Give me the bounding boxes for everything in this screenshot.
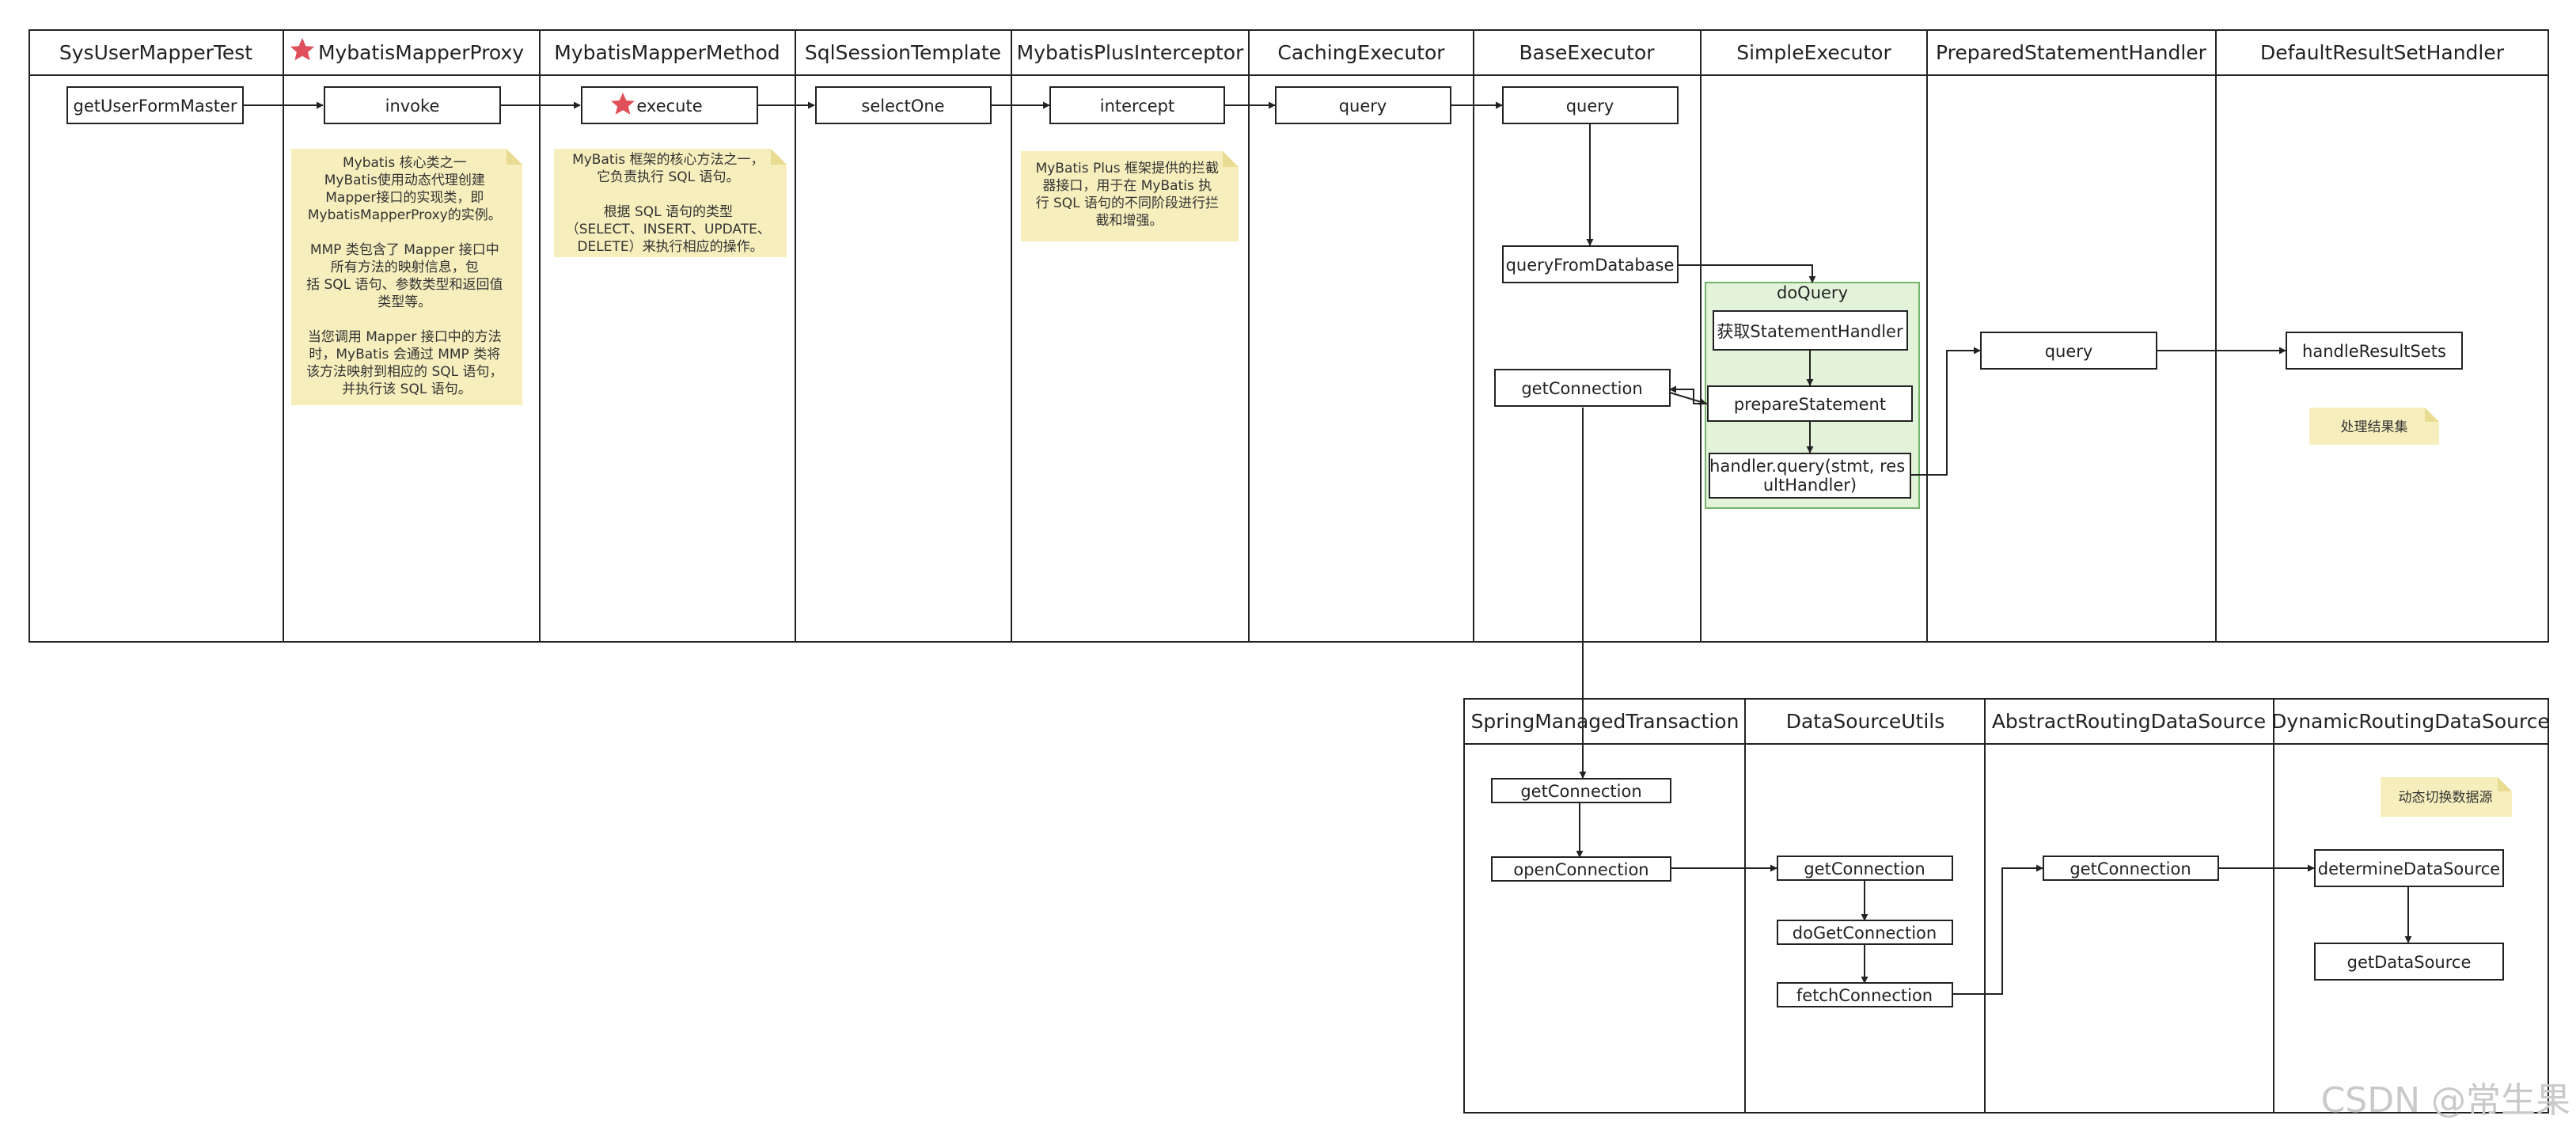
note-method-text: MyBatis 框架的核心方法之一， 它负责执行 SQL 语句。 根据 SQL …	[566, 152, 776, 255]
box-get-user-form-master-label: getUserFormMaster	[74, 97, 237, 116]
lane-title-default-result-set-handler: DefaultResultSetHandler	[2260, 41, 2505, 64]
box-select-one[interactable]: selectOne	[815, 86, 992, 124]
box-query-from-database[interactable]: queryFromDatabase	[1502, 245, 1679, 283]
lane-title-spring-managed-transaction: SpringManagedTransaction	[1471, 710, 1739, 733]
note-method: MyBatis 框架的核心方法之一， 它负责执行 SQL 语句。 根据 SQL …	[554, 149, 787, 257]
lane-title-simple-executor: SimpleExecutor	[1736, 41, 1891, 64]
note-proxy-text: Mybatis 核心类之一 MyBatis使用动态代理创建 Mapper接口的实…	[306, 155, 507, 397]
box-ps-query-label: query	[2045, 342, 2093, 361]
box-base-query[interactable]: query	[1502, 86, 1679, 124]
box-get-user-form-master[interactable]: getUserFormMaster	[66, 86, 244, 124]
box-base-get-connection-label: getConnection	[1521, 379, 1642, 398]
box-prepare-statement-label: prepareStatement	[1734, 395, 1886, 414]
star-icon	[611, 93, 635, 115]
box-execute[interactable]: execute	[581, 86, 758, 124]
box-dsu-get-connection-label: getConnection	[1804, 859, 1925, 878]
box-do-get-connection-label: doGetConnection	[1793, 924, 1937, 943]
lane-title-mybatis-plus-interceptor: MybatisPlusInterceptor	[1017, 41, 1244, 64]
connectors	[243, 101, 2412, 995]
box-handler-query-label: handler.query(stmt, res ultHandler)	[1709, 457, 1910, 495]
note-resultset: 处理结果集	[2309, 408, 2439, 445]
box-handle-result-sets-label: handleResultSets	[2302, 342, 2446, 361]
box-fetch-connection-label: fetchConnection	[1796, 986, 1933, 1005]
box-get-data-source-label: getDataSource	[2347, 953, 2472, 972]
watermark: CSDN @常生果	[2321, 1080, 2570, 1121]
lane-title-abstract-routing-data-source: AbstractRoutingDataSource	[1992, 710, 2266, 733]
box-get-statement-handler-label: 获取StatementHandler	[1717, 322, 1903, 341]
box-fetch-connection[interactable]: fetchConnection	[1777, 982, 1953, 1007]
box-base-get-connection[interactable]: getConnection	[1494, 369, 1671, 407]
box-do-get-connection[interactable]: doGetConnection	[1777, 920, 1953, 945]
lane-title-caching-executor: CachingExecutor	[1277, 41, 1445, 64]
lane-title-sys-user-mapper-test: SysUserMapperTest	[59, 41, 252, 64]
note-routing-text: 动态切换数据源	[2399, 790, 2493, 806]
box-determine-data-source-label: determineDataSource	[2318, 859, 2500, 878]
box-smt-get-connection-label: getConnection	[1520, 782, 1641, 801]
box-get-statement-handler[interactable]: 获取StatementHandler	[1713, 310, 1908, 351]
box-smt-get-connection[interactable]: getConnection	[1491, 778, 1671, 803]
note-interceptor: MyBatis Plus 框架提供的拦截 器接口，用于在 MyBatis 执 行…	[1021, 151, 1239, 241]
box-determine-data-source[interactable]: determineDataSource	[2314, 849, 2504, 887]
note-routing: 动态切换数据源	[2381, 777, 2512, 817]
lane-title-mybatis-mapper-method: MybatisMapperMethod	[554, 41, 780, 64]
box-execute-label: execute	[636, 97, 702, 116]
box-caching-query-label: query	[1339, 97, 1387, 116]
box-open-connection-label: openConnection	[1513, 860, 1648, 879]
doquery-title: doQuery	[1777, 283, 1848, 302]
box-query-from-database-label: queryFromDatabase	[1506, 256, 1675, 275]
lane-title-data-source-utils: DataSourceUtils	[1786, 710, 1945, 733]
lane-title-prepared-statement-handler: PreparedStatementHandler	[1936, 41, 2207, 64]
box-prepare-statement[interactable]: prepareStatement	[1707, 385, 1913, 422]
lane-title-sql-session-template: SqlSessionTemplate	[805, 41, 1001, 64]
box-get-data-source[interactable]: getDataSource	[2314, 943, 2504, 981]
box-invoke[interactable]: invoke	[324, 86, 501, 124]
box-ards-get-connection[interactable]: getConnection	[2043, 856, 2219, 881]
note-interceptor-text: MyBatis Plus 框架提供的拦截 器接口，用于在 MyBatis 执 行…	[1036, 161, 1224, 229]
box-handler-query[interactable]: handler.query(stmt, res ultHandler)	[1709, 453, 1911, 499]
box-intercept[interactable]: intercept	[1049, 86, 1225, 124]
box-handle-result-sets[interactable]: handleResultSets	[2286, 332, 2463, 370]
star-icon	[290, 38, 315, 61]
bottom-lane-frame	[1463, 698, 2549, 1114]
box-invoke-label: invoke	[385, 97, 440, 116]
box-intercept-label: intercept	[1100, 97, 1175, 116]
box-dsu-get-connection[interactable]: getConnection	[1777, 856, 1953, 881]
box-open-connection[interactable]: openConnection	[1491, 856, 1671, 882]
box-ps-query[interactable]: query	[1980, 332, 2157, 370]
note-resultset-text: 处理结果集	[2341, 419, 2408, 435]
box-ards-get-connection-label: getConnection	[2070, 859, 2191, 878]
top-lane-frame	[28, 29, 2549, 643]
box-caching-query[interactable]: query	[1275, 86, 1451, 124]
box-base-query-label: query	[1566, 97, 1614, 116]
lane-title-dynamic-routing-data-source: DynamicRoutingDataSource	[2271, 710, 2550, 733]
lane-title-mybatis-mapper-proxy: MybatisMapperProxy	[318, 41, 524, 64]
box-select-one-label: selectOne	[861, 97, 944, 116]
lane-title-base-executor: BaseExecutor	[1519, 41, 1655, 64]
note-proxy: Mybatis 核心类之一 MyBatis使用动态代理创建 Mapper接口的实…	[291, 149, 522, 405]
